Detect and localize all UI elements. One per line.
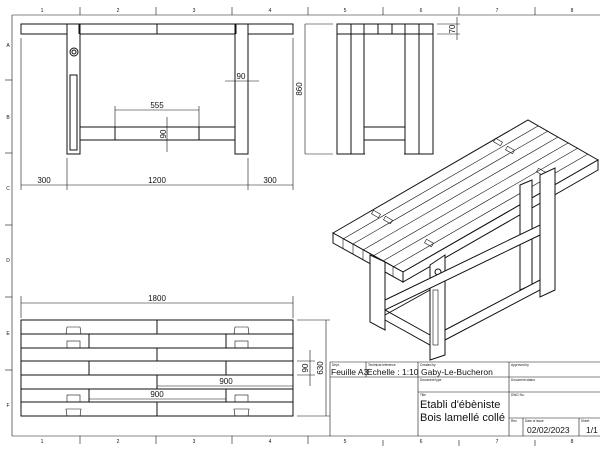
row-label: F <box>6 403 9 409</box>
dept-value: Feuille A3 <box>331 367 369 377</box>
created-label: Created by <box>420 363 436 367</box>
dim-stretcher-mid: 555 <box>150 101 164 110</box>
col-label: 1 <box>41 8 44 14</box>
col-label: 8 <box>571 8 574 14</box>
drawing-frame: 1 2 3 4 5 6 7 8 1 2 3 4 5 6 7 8 A B C D … <box>5 7 600 446</box>
dim-offset-a: 900 <box>219 377 233 386</box>
dim-span: 1200 <box>148 176 166 185</box>
col-label: 7 <box>496 439 499 445</box>
top-view: 1800 630 90 900 900 <box>20 294 330 417</box>
col-label: 6 <box>420 8 423 14</box>
docstatus-label: Document status <box>511 378 535 382</box>
dim-leg-w: 90 <box>237 72 246 81</box>
col-label: 7 <box>496 8 499 14</box>
col-label: 4 <box>269 439 272 445</box>
doctype-label: Document type <box>420 378 442 382</box>
col-label: 3 <box>193 8 196 14</box>
vise-screw-icon <box>69 47 79 57</box>
sheet-label: Sheet <box>581 419 589 423</box>
dim-offset-b: 900 <box>150 390 164 399</box>
sheet-value: 1/1 <box>586 425 598 435</box>
dim-right-overhang: 300 <box>263 176 277 185</box>
dim-width: 630 <box>316 361 325 375</box>
row-label: B <box>6 115 10 121</box>
techref-label: Technical reference <box>368 363 396 367</box>
col-label: 1 <box>41 439 44 445</box>
col-label: 8 <box>571 439 574 445</box>
title-label: Title <box>420 393 426 397</box>
rev-label: Rev. <box>511 419 517 423</box>
col-label: 6 <box>420 439 423 445</box>
date-label: Date of issue <box>525 419 544 423</box>
dept-label: Dept. <box>332 363 340 367</box>
row-label: D <box>6 258 10 264</box>
dim-length: 1800 <box>148 294 166 303</box>
dim-height: 860 <box>295 82 304 96</box>
techref-value: Echelle : 1:10 <box>367 367 419 377</box>
title-line2: Bois lamellé collé <box>420 412 505 424</box>
title-block: Dept. Feuille A3 Technical reference Ech… <box>329 361 600 437</box>
dim-stretcher-h: 90 <box>159 129 168 138</box>
dim-top-thickness: 70 <box>448 24 457 33</box>
front-view: 300 1200 300 555 90 90 <box>20 23 294 190</box>
isometric-view <box>331 119 600 361</box>
col-label: 5 <box>344 439 347 445</box>
created-value: Gaby-Le-Bucheron <box>421 367 493 377</box>
dim-left-overhang: 300 <box>37 176 51 185</box>
bench-dog-holes <box>65 326 250 417</box>
row-label: C <box>6 186 10 192</box>
approved-label: Approved by <box>511 363 529 367</box>
side-view: 860 70 <box>295 17 460 155</box>
col-label: 3 <box>193 439 196 445</box>
dwg-label: DWG No. <box>511 393 525 397</box>
title-line1: Etabli d'ébèniste <box>420 399 500 411</box>
col-label: 4 <box>269 8 272 14</box>
col-label: 5 <box>344 8 347 14</box>
dim-plank-w: 90 <box>301 363 310 372</box>
col-label: 2 <box>117 439 120 445</box>
date-value: 02/02/2023 <box>527 425 570 435</box>
row-label: E <box>6 331 10 337</box>
col-label: 2 <box>117 8 120 14</box>
row-label: A <box>6 43 10 49</box>
